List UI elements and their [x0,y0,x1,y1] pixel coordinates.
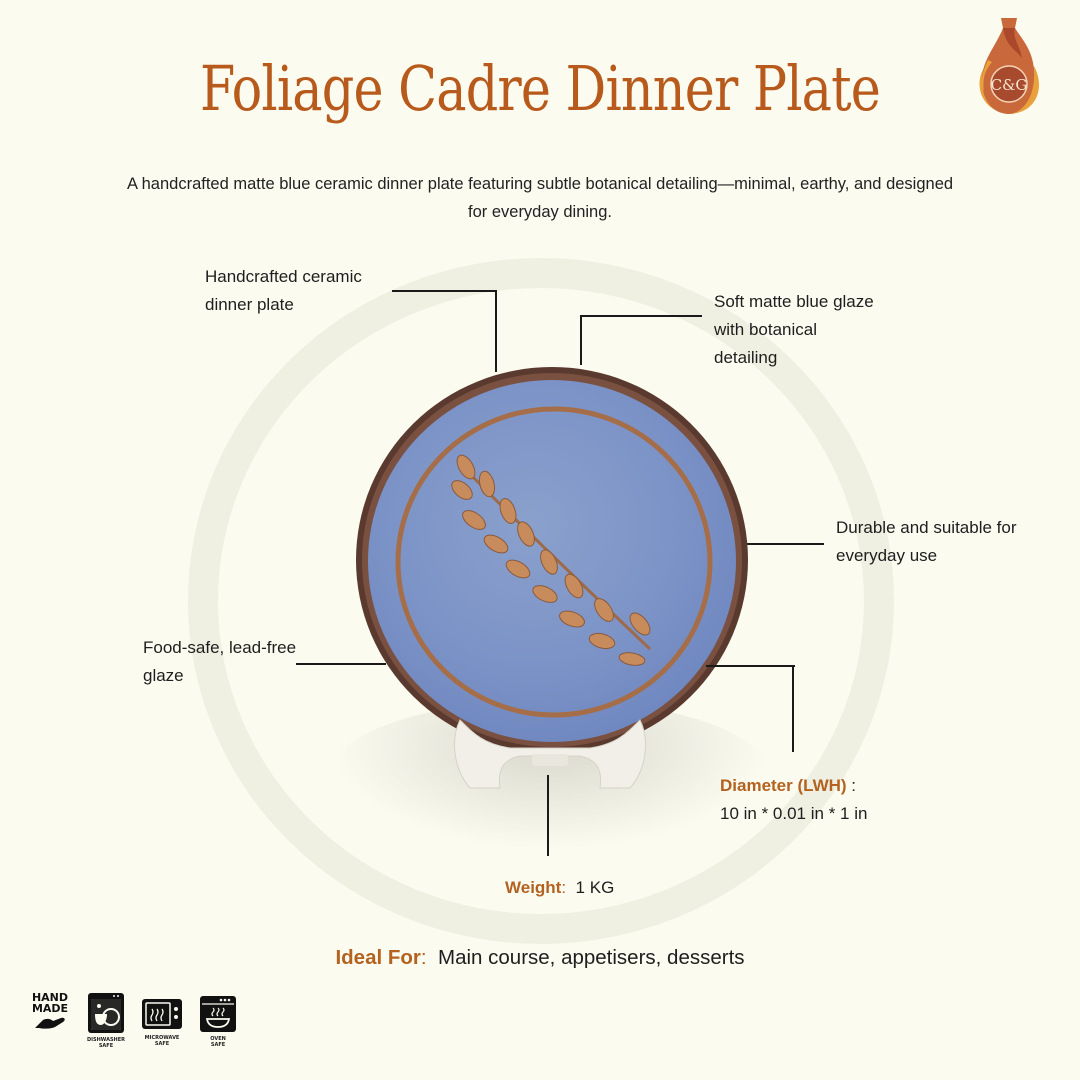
callout-line-glaze-h [580,315,702,317]
callout-line-weight [547,775,549,856]
spec-weight-value: 1 KG [575,878,615,897]
oven-safe-icon [200,996,236,1032]
callout-line-food-safe [296,663,386,665]
spec-diameter-value: 10 in * 0.01 in * 1 in [720,804,868,823]
callout-handcrafted: Handcrafted ceramic dinner plate [205,267,362,314]
page-title: Foliage Cadre Dinner Plate [199,52,881,125]
spec-ideal-for-label: Ideal For [335,946,421,969]
callout-line-glaze-v [580,315,582,365]
callout-line-handcrafted-h [392,290,497,292]
callout-line-diameter-h [706,665,795,667]
leaf-branch-icon [451,454,652,666]
spec-ideal-for: Ideal For: Main course, appetisers, dess… [335,946,745,969]
badge-microwave-safe: MICROWAVE SAFE [140,992,184,1047]
microwave-safe-icon [142,999,182,1029]
feature-badges: HAND MADE DISHWASHER SAFE [28,992,240,1049]
spec-ideal-for-value: Main course, appetisers, desserts [438,946,745,969]
callout-line-diameter-v [792,665,794,752]
spec-diameter: Diameter (LWH) : 10 in * 0.01 in * 1 in [720,772,867,828]
dishwasher-safe-icon [88,993,124,1033]
spec-diameter-label: Diameter (LWH) [720,776,847,795]
callout-glaze: Soft matte blue glaze with botanical det… [714,292,874,367]
plate-stand-image [454,719,646,789]
badge-oven-safe: OVEN SAFE [196,992,240,1048]
callout-line-handcrafted-v [495,290,497,372]
dinner-plate-image [356,367,748,753]
spec-weight: Weight: 1 KG [505,878,615,897]
product-description: A handcrafted matte blue ceramic dinner … [126,175,954,221]
callout-line-durable [746,543,824,545]
spec-weight-label: Weight [505,878,562,897]
callout-durable: Durable and suitable for everyday use [836,518,1017,565]
svg-text:C&G: C&G [991,76,1028,94]
badge-hand-made: HAND MADE [28,992,72,1030]
badge-dishwasher-safe: DISHWASHER SAFE [84,992,128,1049]
brand-logo-icon: C&G [979,18,1039,114]
hand-made-icon [35,1017,65,1029]
callout-food-safe: Food-safe, lead-free glaze [143,638,297,685]
